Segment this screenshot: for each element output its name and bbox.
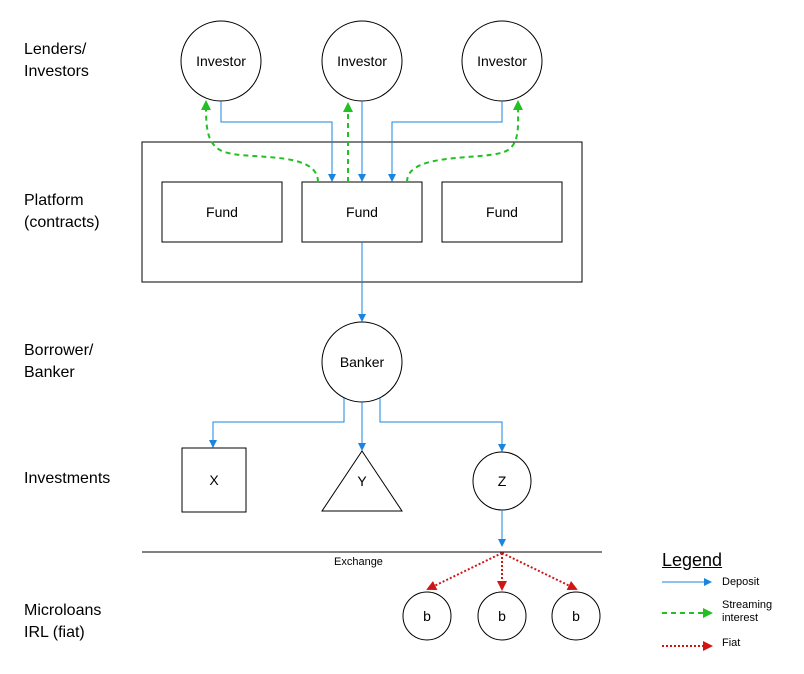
fund-3-label: Fund xyxy=(486,204,518,220)
deposit-edge-investor3-fund xyxy=(388,101,503,182)
investment-y-node: Y xyxy=(321,450,403,512)
exchange-label: Exchange xyxy=(334,556,383,568)
legend-deposit-label: Deposit xyxy=(722,576,760,588)
streaming-edge-fund-investor3 xyxy=(406,100,524,183)
banker-node: Banker xyxy=(321,321,403,403)
investment-y-label: Y xyxy=(357,473,367,489)
fund-2-label: Fund xyxy=(346,204,378,220)
investor-3-label: Investor xyxy=(477,53,527,69)
microloan-b-node-1: b xyxy=(402,591,452,641)
microloan-b1-label: b xyxy=(423,608,431,624)
microloan-b-node-3: b xyxy=(551,591,601,641)
fund-1-label: Fund xyxy=(206,204,238,220)
legend-fiat-label: Fiat xyxy=(722,637,741,649)
investment-z-node: Z xyxy=(472,451,532,511)
fiat-edge-exchange-b3 xyxy=(501,552,578,590)
streaming-edge-fund-investor1 xyxy=(201,100,319,183)
fiat-edge-exchange-b1 xyxy=(426,552,503,590)
microloan-b2-label: b xyxy=(498,608,506,624)
legend-title: Legend xyxy=(662,550,723,570)
legend-streaming-label: Streaming interest xyxy=(722,599,773,624)
row-label-investments: Investments xyxy=(24,470,111,487)
investor-node-1: Investor xyxy=(180,20,262,102)
investor-node-3: Investor xyxy=(461,20,543,102)
investment-x-node: X xyxy=(181,447,247,513)
deposit-edge-investor1-fund xyxy=(220,101,336,182)
fund-node-3: Fund xyxy=(441,181,563,243)
investment-z-label: Z xyxy=(498,473,507,489)
microloan-b-node-2: b xyxy=(477,591,527,641)
row-label-microloans: Microloans IRL (fiat) xyxy=(24,602,102,641)
row-label-platform: Platform (contracts) xyxy=(24,192,100,231)
microloan-b3-label: b xyxy=(572,608,580,624)
fund-node-1: Fund xyxy=(161,181,283,243)
investor-node-2: Investor xyxy=(321,20,403,102)
fund-node-2: Fund xyxy=(301,181,423,243)
banker-label: Banker xyxy=(340,354,385,370)
deposit-edge-banker-x xyxy=(209,398,345,448)
investor-1-label: Investor xyxy=(196,53,246,69)
row-label-lenders: Lenders/ Investors xyxy=(24,41,89,80)
investor-2-label: Investor xyxy=(337,53,387,69)
investment-x-label: X xyxy=(209,472,219,488)
row-label-borrower: Borrower/ Banker xyxy=(24,342,94,381)
deposit-edge-banker-z xyxy=(379,398,506,452)
